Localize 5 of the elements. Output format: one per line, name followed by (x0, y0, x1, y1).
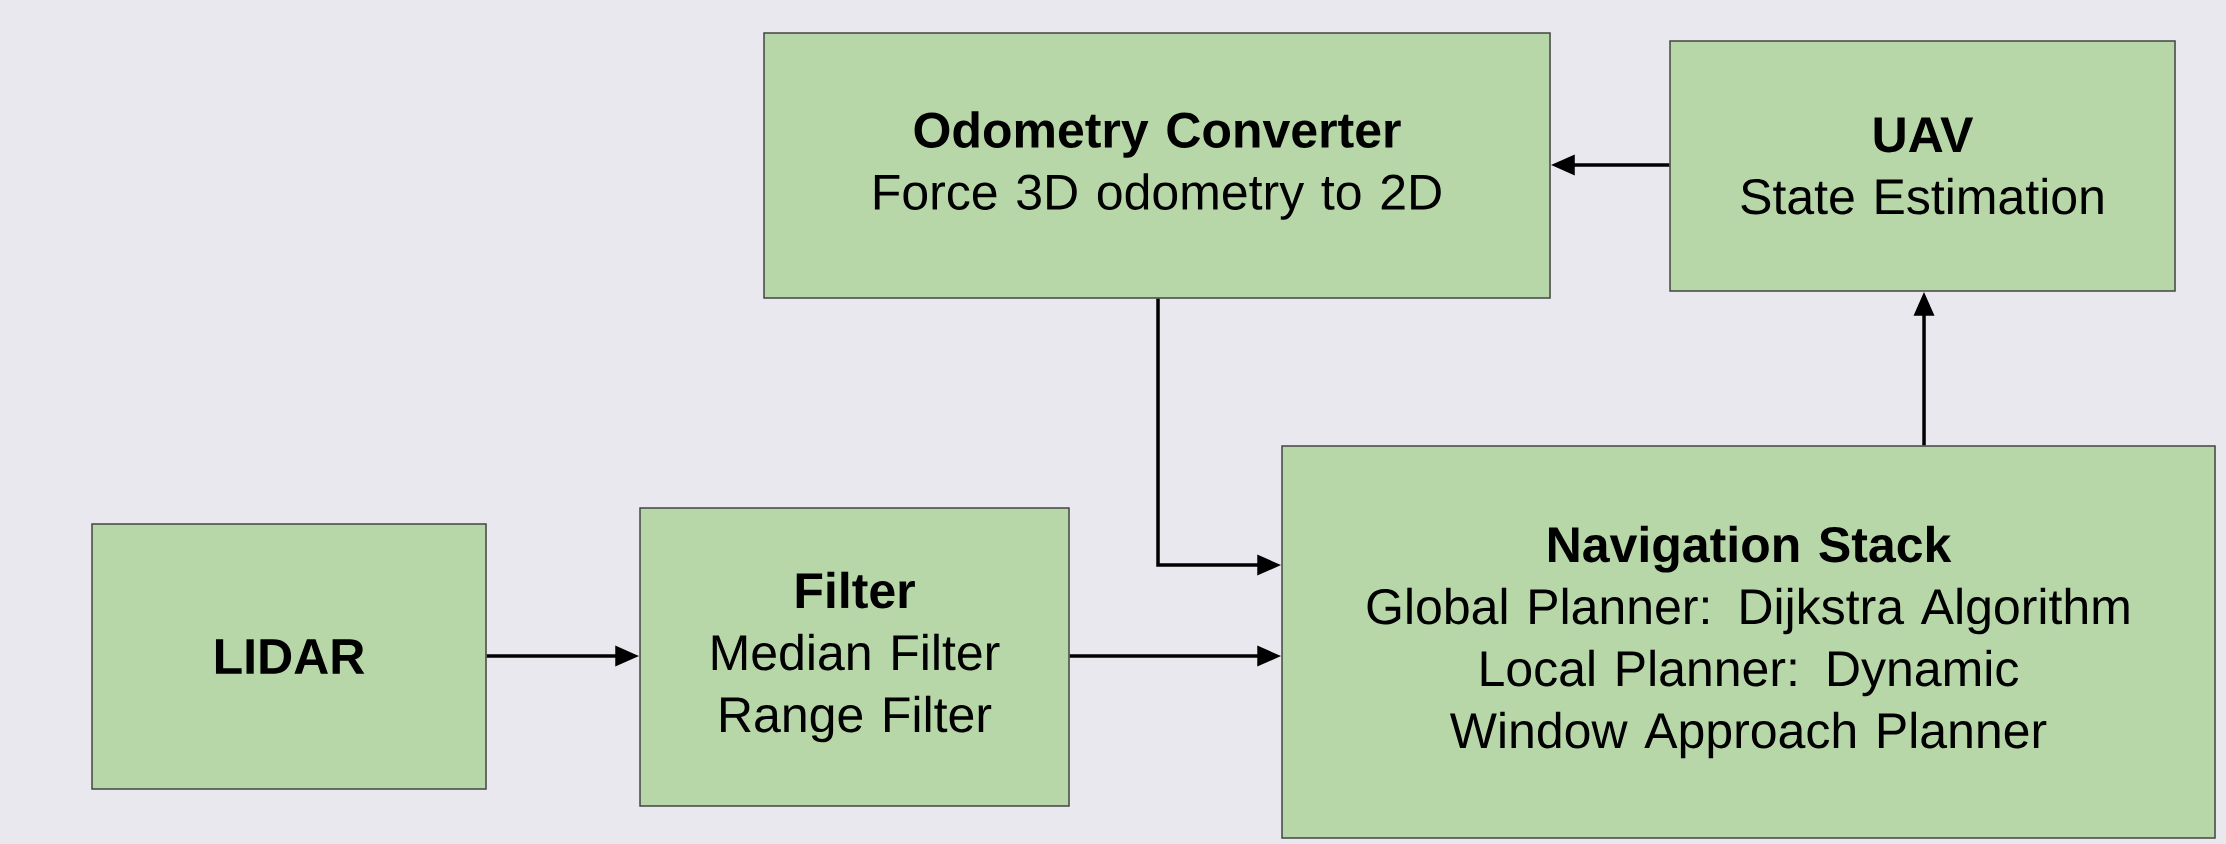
process-box: Filter Median Filter Range Filter (639, 507, 1070, 807)
process-box: Navigation Stack Global Planner: Dijkstra Algorithm Local Planner: Dynamic Window Approach Planner (1281, 445, 2216, 839)
process-box: Odometry Converter Force 3D odometry to 2D (763, 32, 1551, 299)
process-box: UAV State Estimation (1669, 40, 2176, 292)
process-box: LIDAR (91, 523, 487, 790)
